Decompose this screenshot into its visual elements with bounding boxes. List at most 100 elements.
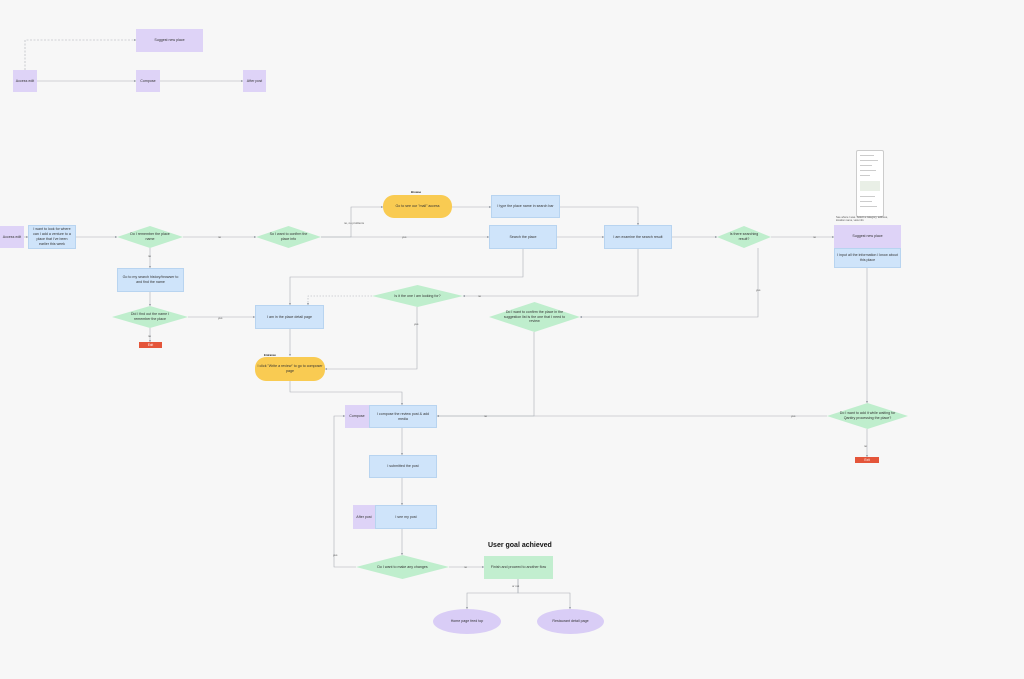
node-restaurant-page: Restaurant detail page xyxy=(537,609,604,634)
edge-qconfirm-compose xyxy=(436,332,535,418)
edge-finish-restaurant xyxy=(517,579,572,610)
node-place-detail-label: I am in the place detail page xyxy=(267,314,312,319)
node-go-browser-label: Go to my search history/browser to and f… xyxy=(122,275,179,284)
decision-right-result-label: Is there searching result? xyxy=(729,232,759,241)
edge-label-yes-2: yes xyxy=(218,316,223,320)
legend-compose-label: Compose xyxy=(140,78,156,83)
decision-is-this-one-label: Is it the one I am looking for? xyxy=(394,293,441,298)
edge-label-no-6: no xyxy=(484,414,488,418)
node-home-feed: Home page feed top xyxy=(433,609,501,634)
node-compose: Compose xyxy=(345,405,369,428)
decision-want-add-label: Do I want to add it while waiting for Qa… xyxy=(839,411,896,420)
node-user-want-label: I want to look for where can I add a ven… xyxy=(33,227,71,246)
node-see-post-label: I see my post xyxy=(395,514,417,519)
node-after-post-label: After post xyxy=(356,514,372,519)
edge-label-yes-5: yes xyxy=(791,414,796,418)
decision-confirm-suggestion: Do I want to confirm the place in the su… xyxy=(489,302,580,332)
end-exit-right: Exit xyxy=(855,457,879,463)
edge-qone-click xyxy=(324,307,418,371)
node-search-place-label: Search the place xyxy=(509,234,537,239)
node-submitted: I submitted the post xyxy=(369,455,437,478)
node-type-place-label: I type the place name in search bar xyxy=(497,204,554,209)
phone-mockup xyxy=(856,150,884,217)
legend-after-post-label: After post xyxy=(246,78,263,83)
edge-label-no-4: no xyxy=(478,294,482,298)
decision-want-add: Do I want to add it while waiting for Qa… xyxy=(827,403,908,429)
decision-remember-name-label: Do I remember the place name xyxy=(130,232,170,241)
node-examine-results-label: I am examine the search result xyxy=(613,234,663,239)
end-exit-left: Exit xyxy=(139,342,162,348)
legend-compose: Compose xyxy=(136,70,160,92)
phone-note: See where I was. Select a category, addr… xyxy=(836,216,888,223)
edge-label-no-8: no xyxy=(464,565,468,569)
decision-make-changes-label: Do I want to make any changes xyxy=(377,564,428,569)
decision-confirm-info: So I want to confirm the place info xyxy=(256,226,321,248)
node-compose-review-label: I compose the review post & add media xyxy=(376,411,430,421)
node-access-edit: Access edit xyxy=(0,226,24,248)
click-write-tag: Entrance xyxy=(264,353,276,357)
legend-access-edit-label: Access edit xyxy=(15,78,35,83)
edge-click-compose xyxy=(289,381,404,406)
edge-examine-qone xyxy=(462,249,639,298)
node-suggest-new-place-label: Suggest new place xyxy=(852,234,883,239)
edge-search-detail xyxy=(288,249,524,306)
edge-legend-access-suggest xyxy=(24,38,137,70)
node-search-place: Search the place xyxy=(489,225,557,249)
node-go-see-mall: Go to see our "mall" access xyxy=(383,195,452,218)
legend-after-post: After post xyxy=(243,70,266,92)
node-go-browser: Go to my search history/browser to and f… xyxy=(117,268,184,292)
decision-find-name: Did I find out the name I remember the p… xyxy=(112,306,188,328)
node-finish: Finish and proceed to another flow xyxy=(484,556,553,579)
decision-confirm-info-label: So I want to confirm the place info xyxy=(269,232,308,241)
legend-access-edit: Access edit xyxy=(13,70,37,92)
decision-find-name-label: Did I find out the name I remember the p… xyxy=(130,312,170,321)
edge-qchange-compose xyxy=(333,414,356,568)
goal-heading: User goal achieved xyxy=(488,542,552,549)
edge-label-or-not: or not xyxy=(512,584,520,588)
node-suggest-new-place: Suggest new place xyxy=(834,225,901,248)
legend-suggest-new-place: Suggest new place xyxy=(136,29,203,52)
edge-label-yes-6: yes xyxy=(333,553,338,557)
edge-type-examine xyxy=(560,206,640,226)
node-restaurant-page-label: Restaurant detail page xyxy=(552,619,589,624)
node-finish-label: Finish and proceed to another flow xyxy=(490,565,547,570)
end-exit-right-label: Exit xyxy=(864,457,870,462)
node-click-write-review-label: I click "Write a review" to go to compos… xyxy=(257,364,323,373)
decision-confirm-suggestion-label: Do I want to confirm the place in the su… xyxy=(503,309,566,324)
node-compose-label: Compose xyxy=(349,414,365,419)
edge-label-yes-3: yes xyxy=(414,322,419,326)
legend-suggest-label: Suggest new place xyxy=(154,38,185,43)
edge-label-no-3: no xyxy=(148,334,152,338)
edge-qright-qconfirm xyxy=(579,248,759,319)
edge-label-no-2: no xyxy=(148,254,152,258)
node-fill-info: I input all the information I know about… xyxy=(834,248,901,268)
node-examine-results: I am examine the search result xyxy=(604,225,672,249)
edge-label-no-5: no xyxy=(813,235,817,239)
node-after-post: After post xyxy=(353,505,375,529)
edge-label-yes-1: yes xyxy=(402,235,407,239)
node-home-feed-label: Home page feed top xyxy=(450,619,484,624)
decision-right-result: Is there searching result? xyxy=(717,226,771,248)
node-type-place: I type the place name in search bar xyxy=(491,195,560,218)
go-see-tag: Browse xyxy=(411,190,422,194)
node-place-detail: I am in the place detail page xyxy=(255,305,324,329)
node-go-see-mall-label: Go to see our "mall" access xyxy=(395,204,440,209)
node-compose-review: I compose the review post & add media xyxy=(369,405,437,428)
edge-label-no: no xyxy=(218,235,222,239)
node-user-want: I want to look for where can I add a ven… xyxy=(28,225,76,249)
edge-qone-detail xyxy=(306,295,372,306)
edge-label-no-7: no xyxy=(864,444,868,448)
node-fill-info-label: I input all the information I know about… xyxy=(837,253,898,262)
decision-is-this-one: Is it the one I am looking for? xyxy=(372,285,463,307)
decision-remember-name: Do I remember the place name xyxy=(117,226,183,248)
edge-finish-home xyxy=(465,579,519,610)
node-access-edit-label: Access edit xyxy=(2,234,22,239)
end-exit-left-label: Exit xyxy=(147,342,154,347)
edge-label-no-problems: no, no problems xyxy=(344,221,365,225)
edge-label-yes-4: yes xyxy=(756,288,761,292)
decision-make-changes: Do I want to make any changes xyxy=(356,555,449,579)
node-see-post: I see my post xyxy=(375,505,437,529)
node-click-write-review: I click "Write a review" to go to compos… xyxy=(255,357,325,381)
